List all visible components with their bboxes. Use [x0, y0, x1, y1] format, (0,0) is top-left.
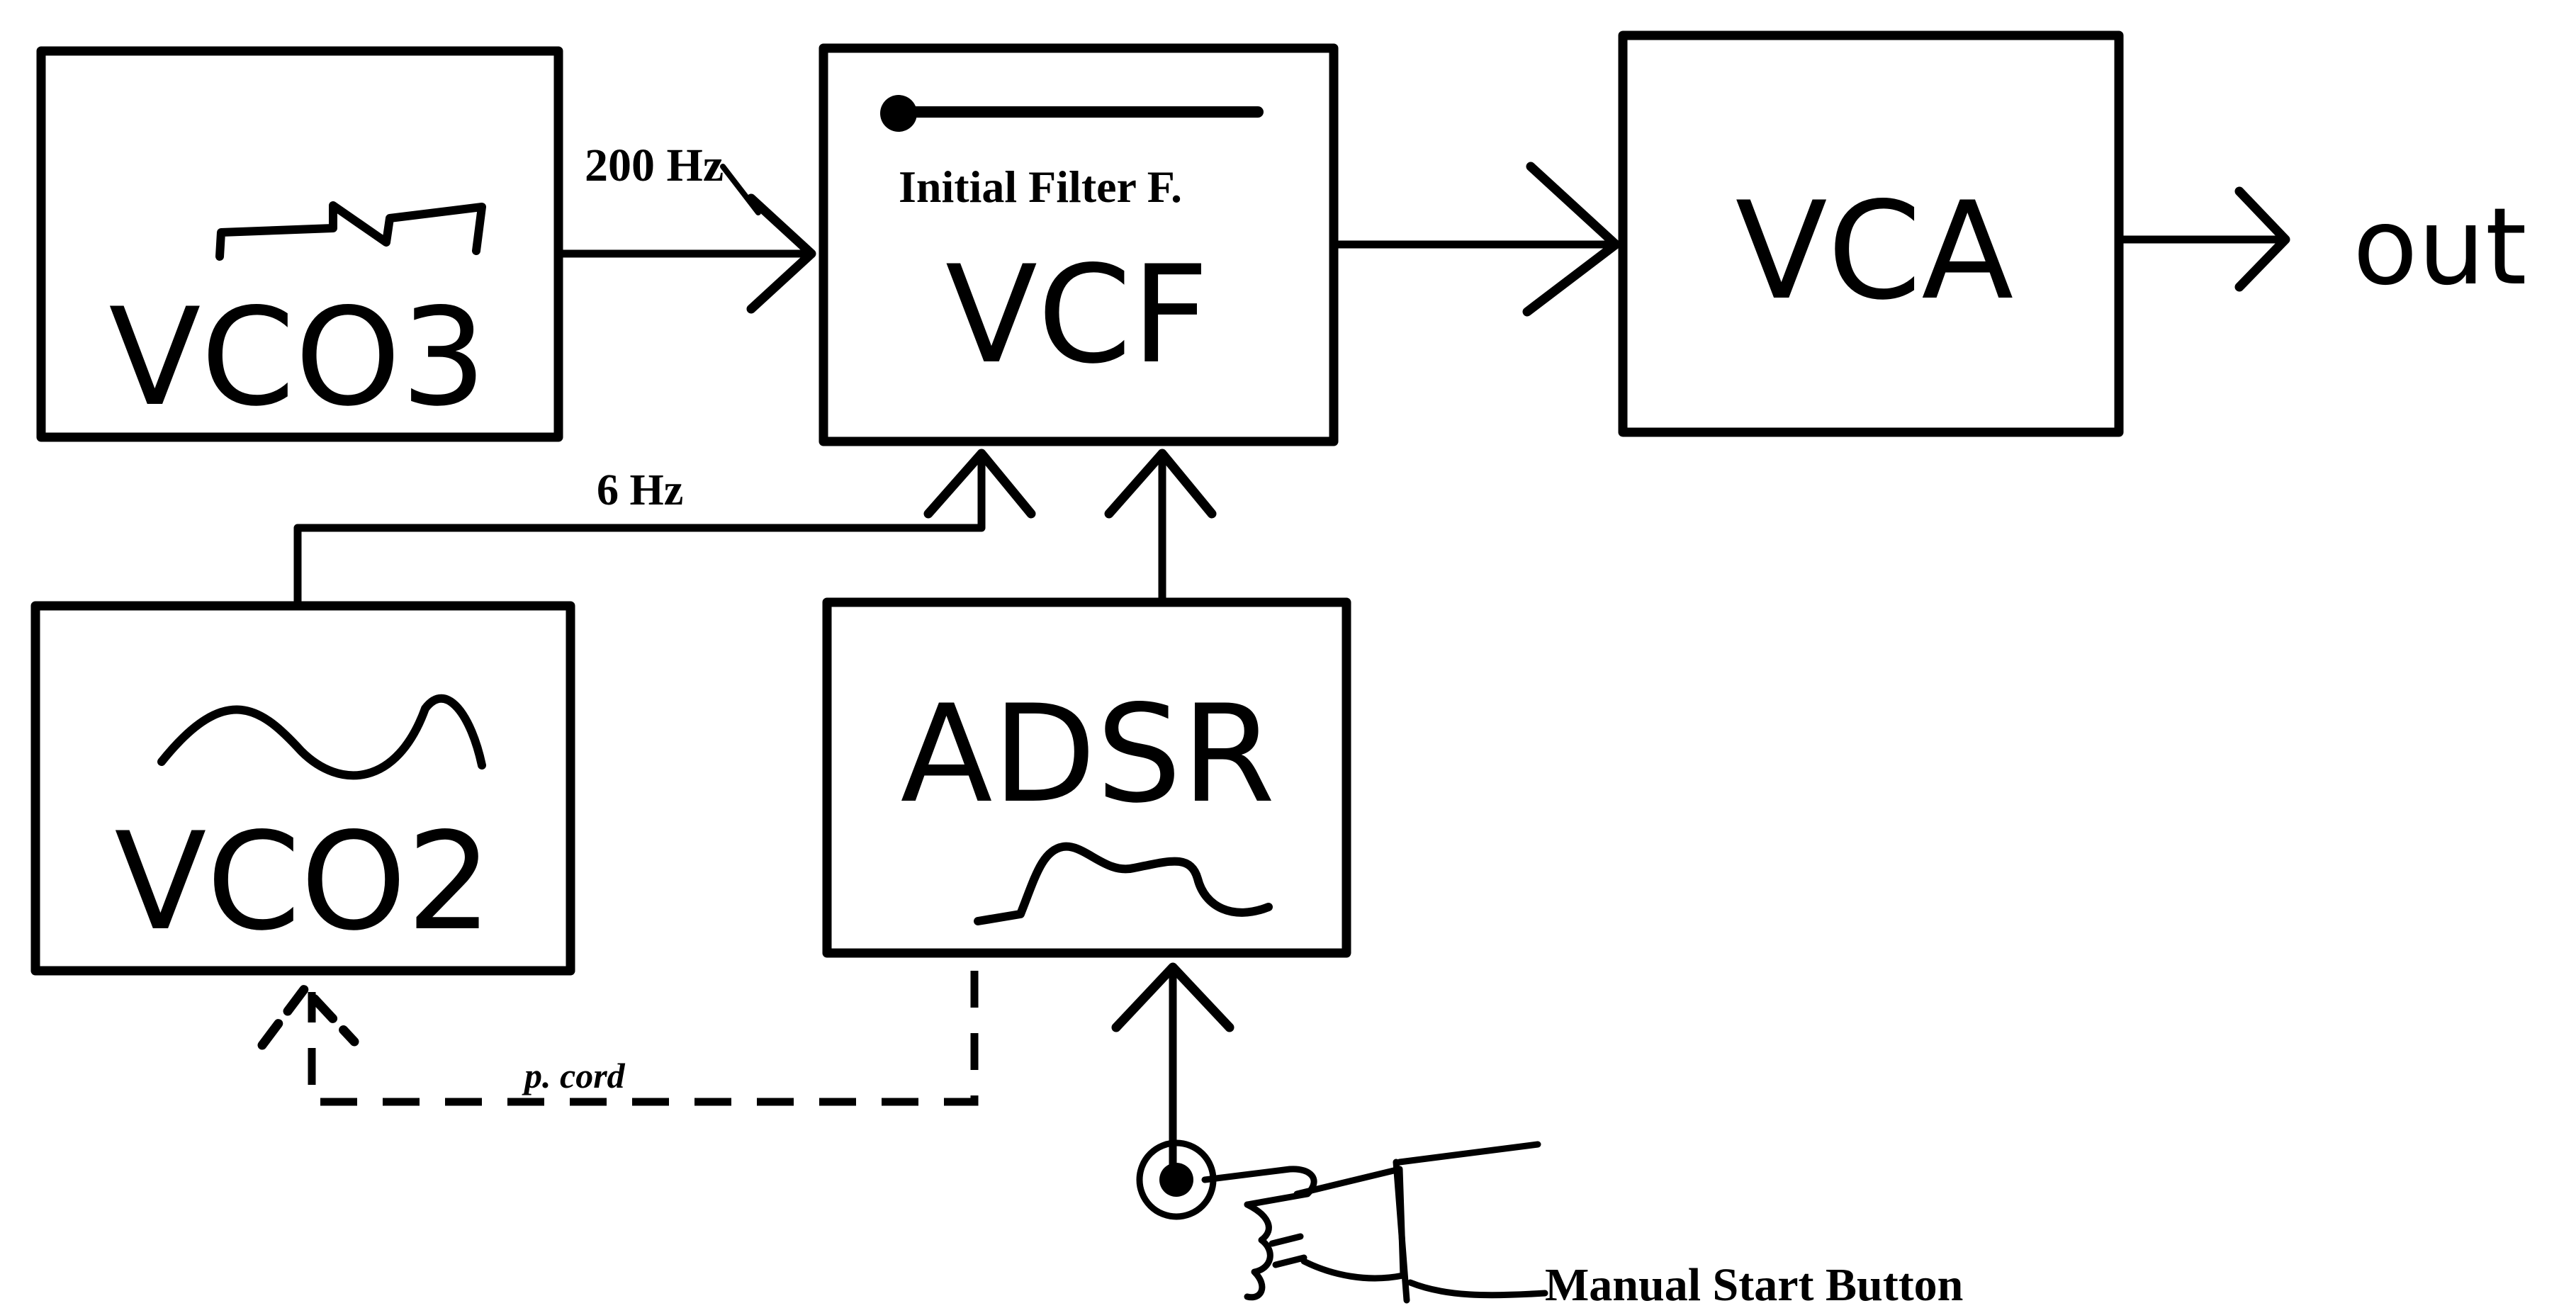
patch-cord-label: p. cord [522, 1056, 626, 1095]
adsr-label: ADSR [901, 676, 1276, 833]
hand-pressing-button-icon [1140, 1143, 1545, 1300]
adsr-to-vcf-connection [1109, 453, 1212, 599]
freq-200hz-label: 200 Hz [585, 140, 724, 191]
vco2-module: VCO2 [35, 606, 570, 971]
manual-start-button-label: Manual Start Button [1545, 1259, 1963, 1311]
vco3-label: VCO3 [108, 279, 486, 436]
initial-filter-label: Initial Filter F. [899, 162, 1182, 212]
vcf-module: Initial Filter F. VCF [823, 48, 1334, 441]
vcf-to-vca-connection [1335, 167, 1616, 312]
button-to-adsr-connection [1116, 967, 1230, 1169]
vco2-label: VCO2 [114, 804, 492, 960]
freq-6hz-label: 6 Hz [597, 466, 683, 514]
vco3-module: VCO3 [41, 51, 558, 437]
vca-to-out-connection [2121, 191, 2285, 287]
vcf-label: VCF [945, 237, 1209, 393]
vca-module: VCA [1623, 35, 2119, 432]
vca-label: VCA [1736, 173, 2014, 329]
out-label: out [2353, 186, 2527, 309]
adsr-module: ADSR [827, 602, 1346, 953]
